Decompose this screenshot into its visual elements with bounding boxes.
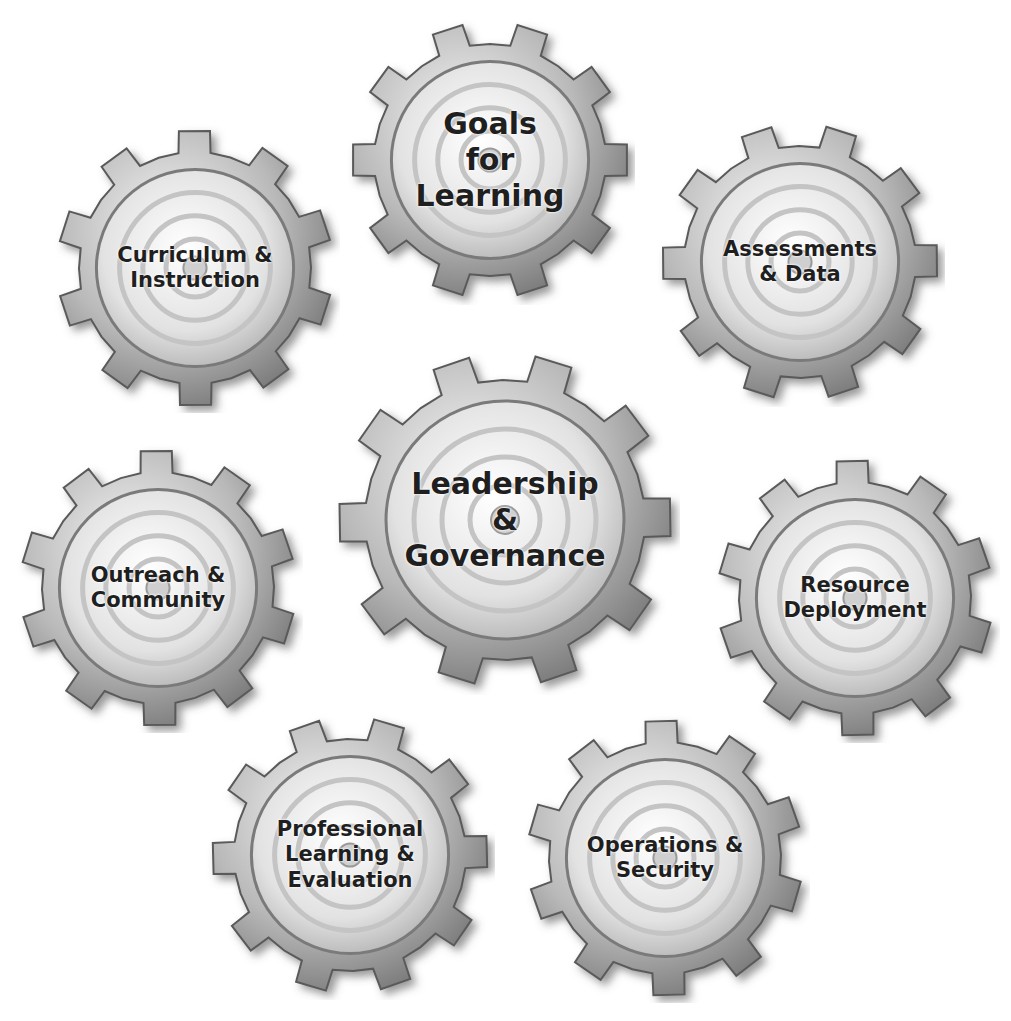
gear-label: Leadership & Governance — [395, 466, 615, 574]
gear-node: Professional Learning & Evaluation — [205, 710, 495, 1000]
gear-outline — [663, 127, 937, 397]
gear-label-box: Operations & Security — [585, 778, 745, 938]
gear-outline — [213, 719, 487, 990]
gear-label-box: Outreach & Community — [78, 508, 238, 668]
gear-ring — [415, 85, 566, 236]
gear-face — [59, 489, 256, 686]
gear-label: Outreach & Community — [78, 563, 238, 613]
gear-outline — [60, 131, 330, 405]
gear-face — [96, 169, 293, 366]
gear-label-box: Curriculum & Instruction — [115, 188, 275, 348]
gear-face — [756, 499, 953, 696]
gear-outline — [529, 721, 800, 996]
gear-node: Outreach & Community — [13, 443, 303, 733]
gear-label-box: Assessments & Data — [720, 182, 880, 342]
gear-label-box: Resource Deployment — [775, 518, 935, 678]
gear-node: Operations & Security — [520, 713, 810, 1003]
gear-label-box: Leadership & Governance — [395, 410, 615, 630]
gear-label: Curriculum & Instruction — [115, 243, 275, 293]
gear-label: Professional Learning & Evaluation — [270, 817, 430, 893]
gear-node: Leadership & Governance — [330, 345, 680, 695]
gear-label-box: Professional Learning & Evaluation — [270, 775, 430, 935]
gear-node: Curriculum & Instruction — [50, 123, 340, 413]
gear-face — [566, 759, 763, 956]
gear-outline — [340, 357, 671, 684]
gear-label: Operations & Security — [585, 833, 745, 883]
gear-face — [386, 401, 624, 639]
gear-node: Resource Deployment — [710, 453, 1000, 743]
gear-outline — [720, 461, 991, 735]
gear-node: Assessments & Data — [655, 117, 945, 407]
gear-outline — [353, 25, 627, 295]
gear-label-box: Goals for Learning — [415, 85, 565, 235]
gear-node: Goals for Learning — [345, 15, 635, 305]
gear-outline — [23, 451, 294, 725]
gear-face — [701, 163, 898, 360]
gear-label: Resource Deployment — [775, 573, 935, 623]
gear-label: Goals for Learning — [415, 106, 565, 214]
gear-label: Assessments & Data — [720, 237, 880, 287]
gear-face — [251, 756, 448, 953]
gear-face — [391, 61, 588, 258]
